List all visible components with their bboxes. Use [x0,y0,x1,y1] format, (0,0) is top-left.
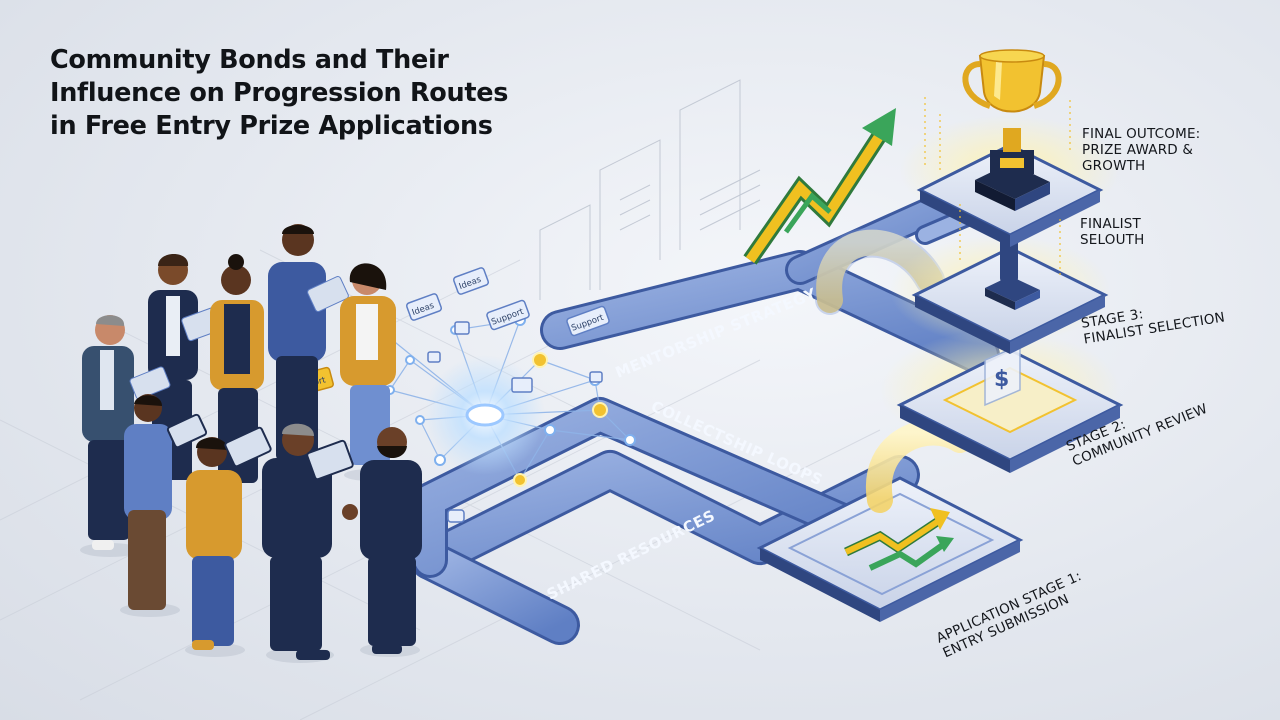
title-line-1: Community Bonds and Their [50,45,449,75]
person-front-2 [186,426,272,650]
dollar-icon: $ [984,343,1021,407]
speech-bubble-ideas-2: Ideas [452,267,490,295]
rising-arrow [743,108,896,265]
person-back-4 [340,263,396,465]
network-hub-icon [465,403,505,427]
sparkle-lines [924,95,1071,275]
person-front-3 [262,423,354,660]
speech-bubble-ideas-1: Ideas [405,293,443,321]
final-outcome-label: FINAL OUTCOME: PRIZE AWARD & GROWTH [1082,126,1201,174]
city-outline [539,79,761,300]
person-left [82,315,171,550]
speech-bubble-support-1: Support [486,299,530,331]
title-line-3: in Free Entry Prize Applications [50,111,493,141]
trophy-icon [962,49,1062,211]
finalist-label: FINALIST SELOUTH [1080,216,1145,248]
title-line-2: Influence on Progression Routes [50,78,509,108]
page-title: Community Bonds and Their Influence on P… [50,44,570,143]
community-group [80,224,422,663]
person-front-4 [360,427,422,654]
growth-arrow-icon [844,508,954,571]
handshake [342,504,358,520]
svg-text:$: $ [994,367,1009,392]
small-chat-icons [427,321,603,523]
person-front-1 [124,394,208,610]
